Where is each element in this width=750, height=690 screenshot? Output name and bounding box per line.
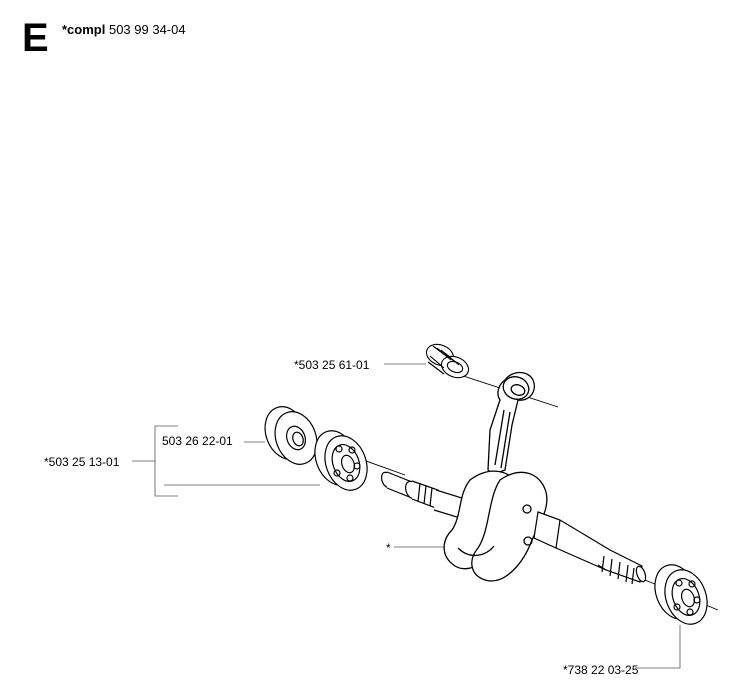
kit-part-number: 503 99 34-04 (108, 22, 186, 37)
section-letter: E (22, 16, 49, 60)
leader-ball-bearing (635, 625, 681, 669)
connecting-rod (487, 371, 535, 475)
callout-ball-bearing: *738 22 03-25 (563, 663, 639, 677)
callout-needle-bearing: *503 25 61-01 (294, 358, 370, 372)
ball-bearing-right (654, 564, 708, 625)
leader-lines (132, 363, 681, 669)
callout-seal: 503 26 22-01 (162, 434, 233, 448)
kit-header: *compl 503 99 34-04 (62, 22, 186, 37)
callout-crankshaft: * (386, 541, 391, 555)
ball-bearing-left (314, 430, 368, 491)
callout-bearing-set: *503 25 13-01 (44, 455, 120, 469)
crank-webs (443, 470, 548, 582)
leader-bracket (154, 425, 178, 497)
needle-bearing (425, 343, 470, 379)
crankshaft-left-shaft (380, 471, 463, 519)
crankshaft-right-shaft (533, 511, 647, 585)
seal (264, 406, 318, 465)
kit-label: *compl (62, 22, 106, 37)
